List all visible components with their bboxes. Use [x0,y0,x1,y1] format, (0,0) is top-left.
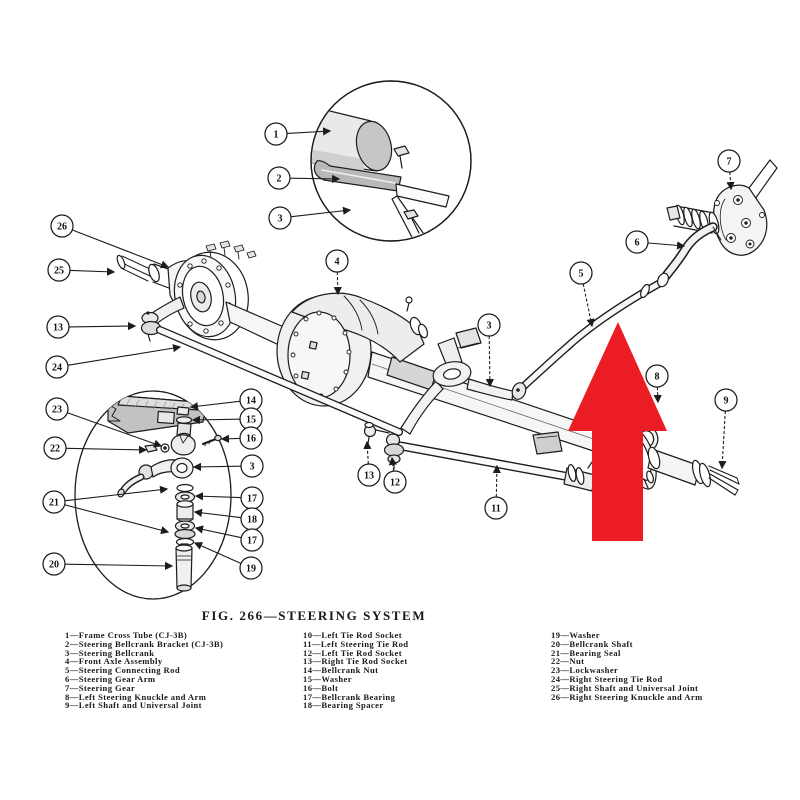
callout-13: 13 [46,315,137,339]
svg-text:11: 11 [491,503,500,514]
parts-item: 15—Washer [303,673,352,684]
callout-21: 21 [42,485,170,535]
parts-item: 14—Bellcrank Nut [303,665,379,676]
parts-item: 22—Nut [551,656,585,667]
inset-frame-tube-detail [310,80,472,242]
callout-23: 23 [45,397,163,448]
callout-6: 6 [625,230,686,254]
parts-item: 24—Right Steering Tie Rod [551,673,663,684]
callout-11: 11 [484,464,508,520]
callout-12: 12 [383,456,407,494]
parts-item: 25—Right Shaft and Universal Joint [551,682,699,693]
parts-item: 26—Right Steering Knuckle and Arm [551,691,703,702]
right-steering-tie-rod [156,326,403,436]
parts-item: 8—Left Steering Knuckle and Arm [65,691,207,702]
callout-3: 3 [268,206,352,230]
callout-25: 25 [47,258,116,282]
callout-9: 9 [714,388,738,470]
callout-19: 19 [193,542,263,580]
parts-item: 23—Lockwasher [551,665,619,676]
callout-26: 26 [50,214,170,269]
parts-item: 19—Washer [551,630,600,640]
callout-1: 1 [264,122,332,146]
callout-13: 13 [357,440,381,487]
svg-text:9: 9 [724,395,729,406]
svg-text:13: 13 [53,322,63,333]
parts-item: 6—Steering Gear Arm [65,673,156,684]
svg-text:16: 16 [246,433,256,444]
parts-item: 11—Left Steering Tie Rod [303,638,409,649]
left-steering-tie-rod [396,431,596,492]
svg-text:25: 25 [54,265,64,276]
svg-text:26: 26 [57,221,67,232]
parts-item: 20—Bellcrank Shaft [551,638,633,649]
svg-text:18: 18 [247,514,257,525]
svg-text:8: 8 [655,371,660,382]
callout-7: 7 [717,149,741,191]
parts-item: 13—Right Tie Rod Socket [303,656,408,667]
callout-20: 20 [42,552,174,576]
red-arrow-overlay [568,322,667,541]
svg-text:3: 3 [250,461,255,472]
svg-text:21: 21 [49,497,59,508]
callout-3: 3 [477,313,501,388]
callout-layer: 1232625132443765891312111415163171817192… [42,122,741,580]
svg-text:3: 3 [278,213,283,224]
steering-system-diagram: 1232625132443765891312111415163171817192… [42,80,778,600]
callout-14: 14 [189,388,263,412]
svg-text:2: 2 [277,173,282,184]
callout-4: 4 [325,249,349,296]
svg-text:7: 7 [727,156,732,167]
svg-text:19: 19 [246,563,256,574]
differential-housing [276,292,429,407]
svg-text:1: 1 [274,129,279,140]
parts-item: 3—Steering Bellcrank [65,647,155,658]
svg-text:5: 5 [579,268,584,279]
parts-column-1: 1—Frame Cross Tube (CJ-3B)2—Steering Bel… [65,631,223,710]
steering-gear-arm [656,222,722,288]
parts-item: 2—Steering Bellcrank Bracket (CJ-3B) [65,638,224,649]
svg-text:15: 15 [246,414,256,425]
parts-item: 12—Left Tie Rod Socket [303,647,402,658]
parts-item: 21—Bearing Seal [551,647,621,658]
parts-item: 5—Steering Connecting Rod [65,665,181,676]
svg-text:13: 13 [364,470,374,481]
svg-text:24: 24 [52,362,62,373]
steering-bellcrank-installed [363,337,527,470]
svg-text:17: 17 [247,535,257,546]
callout-24: 24 [45,344,182,379]
inset-bellcrank-exploded [74,390,232,600]
right-knuckle-and-shaft [116,240,257,342]
svg-text:14: 14 [246,395,256,406]
callout-8: 8 [645,364,669,404]
parts-item: 17—Bellcrank Bearing [303,691,396,702]
parts-item: 7—Steering Gear [65,682,136,693]
callout-3: 3 [192,454,264,478]
figure-title: FIG. 266—STEERING SYSTEM [201,608,427,623]
svg-text:4: 4 [335,256,340,267]
callout-16: 16 [220,426,263,450]
callout-2: 2 [267,166,341,190]
svg-text:12: 12 [390,477,400,488]
svg-text:17: 17 [247,493,257,504]
callout-17: 17 [194,525,264,552]
svg-text:6: 6 [635,237,640,248]
parts-item: 16—Bolt [303,682,339,693]
steering-connecting-rod [520,279,664,390]
svg-text:20: 20 [49,559,59,570]
svg-text:23: 23 [52,404,62,415]
svg-text:22: 22 [50,443,60,454]
parts-item: 1—Frame Cross Tube (CJ-3B) [65,630,188,640]
callout-22: 22 [43,436,148,460]
parts-item: 4—Front Axle Assembly [65,656,163,667]
svg-text:3: 3 [487,320,492,331]
parts-item: 18—Bearing Spacer [303,700,384,711]
steering-gear [656,159,778,288]
parts-item: 9—Left Shaft and Universal Joint [65,700,202,711]
parts-item: 10—Left Tie Rod Socket [303,630,402,640]
callout-5: 5 [569,261,595,328]
callout-15: 15 [191,407,263,431]
